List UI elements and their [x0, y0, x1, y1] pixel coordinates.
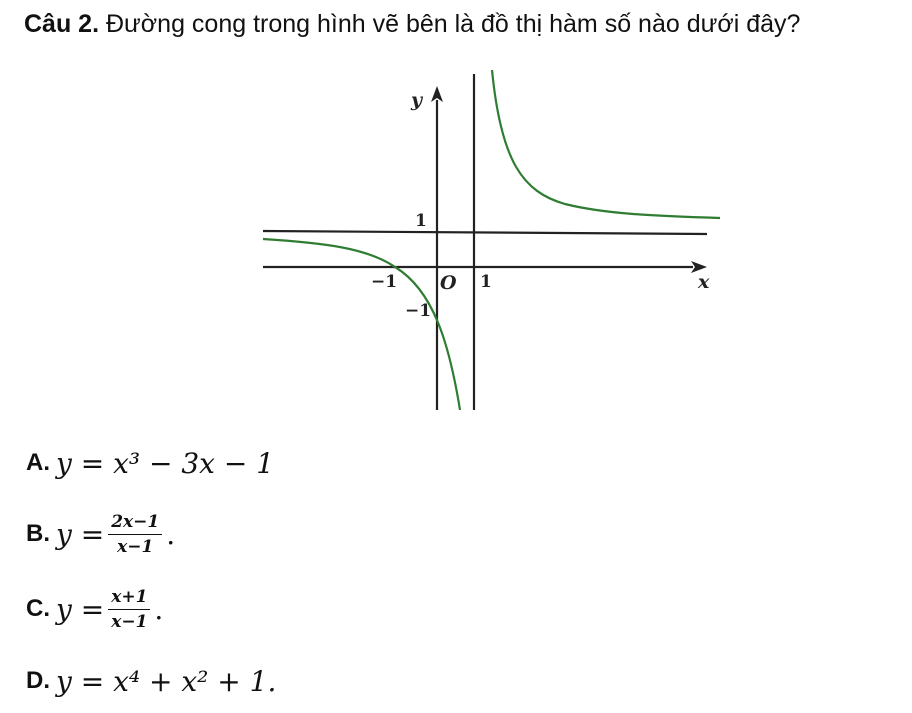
- horizontal-asymptote: [262, 229, 708, 236]
- option-b-label: B.: [26, 520, 50, 547]
- tick-label-y-pos: 1: [415, 211, 427, 231]
- question-text: Câu 2. Đường cong trong hình vẽ bên là đ…: [24, 6, 904, 42]
- function-graph: y x O −1 1 1 −1: [262, 69, 721, 411]
- y-axis-label: y: [410, 89, 424, 111]
- question-number: Câu 2.: [24, 10, 100, 38]
- option-b-numerator: 2x−1: [108, 512, 163, 535]
- option-c-tail: .: [154, 592, 164, 626]
- y-axis-arrow: [431, 86, 443, 102]
- tick-label-y-neg: −1: [405, 301, 431, 321]
- option-c-fraction: x+1 x−1: [108, 587, 151, 632]
- option-a-expr: x³ − 3x − 1: [113, 446, 275, 480]
- question-body: Đường cong trong hình vẽ bên là đồ thị h…: [105, 10, 801, 38]
- option-b[interactable]: B. y = 2x−1 x−1 .: [26, 512, 176, 557]
- origin-label: O: [440, 272, 457, 294]
- option-c-label: C.: [26, 595, 50, 622]
- option-b-lhs: y =: [56, 517, 105, 551]
- option-d-label: D.: [26, 667, 50, 694]
- option-b-tail: .: [166, 517, 176, 551]
- x-axis-arrow: [691, 261, 707, 273]
- option-d[interactable]: D. y = x⁴ + x² + 1.: [26, 659, 276, 703]
- curve-right-branch: [490, 69, 721, 220]
- option-c-numerator: x+1: [108, 587, 151, 610]
- option-b-fraction: 2x−1 x−1: [108, 512, 163, 557]
- option-a-label: A.: [26, 449, 50, 476]
- x-axis-label: x: [697, 271, 710, 293]
- option-c-lhs: y =: [56, 592, 105, 626]
- option-a-lhs: y =: [56, 446, 105, 480]
- option-b-denominator: x−1: [117, 536, 154, 557]
- option-a[interactable]: A. y = x³ − 3x − 1: [26, 441, 274, 485]
- option-d-lhs: y =: [56, 664, 105, 698]
- tick-label-x-pos: 1: [480, 272, 492, 292]
- option-d-expr: x⁴ + x² + 1.: [113, 664, 277, 698]
- option-c[interactable]: C. y = x+1 x−1 .: [26, 587, 164, 632]
- curve-left-branch: [262, 237, 462, 411]
- tick-label-x-neg: −1: [371, 272, 397, 292]
- option-c-denominator: x−1: [111, 611, 148, 632]
